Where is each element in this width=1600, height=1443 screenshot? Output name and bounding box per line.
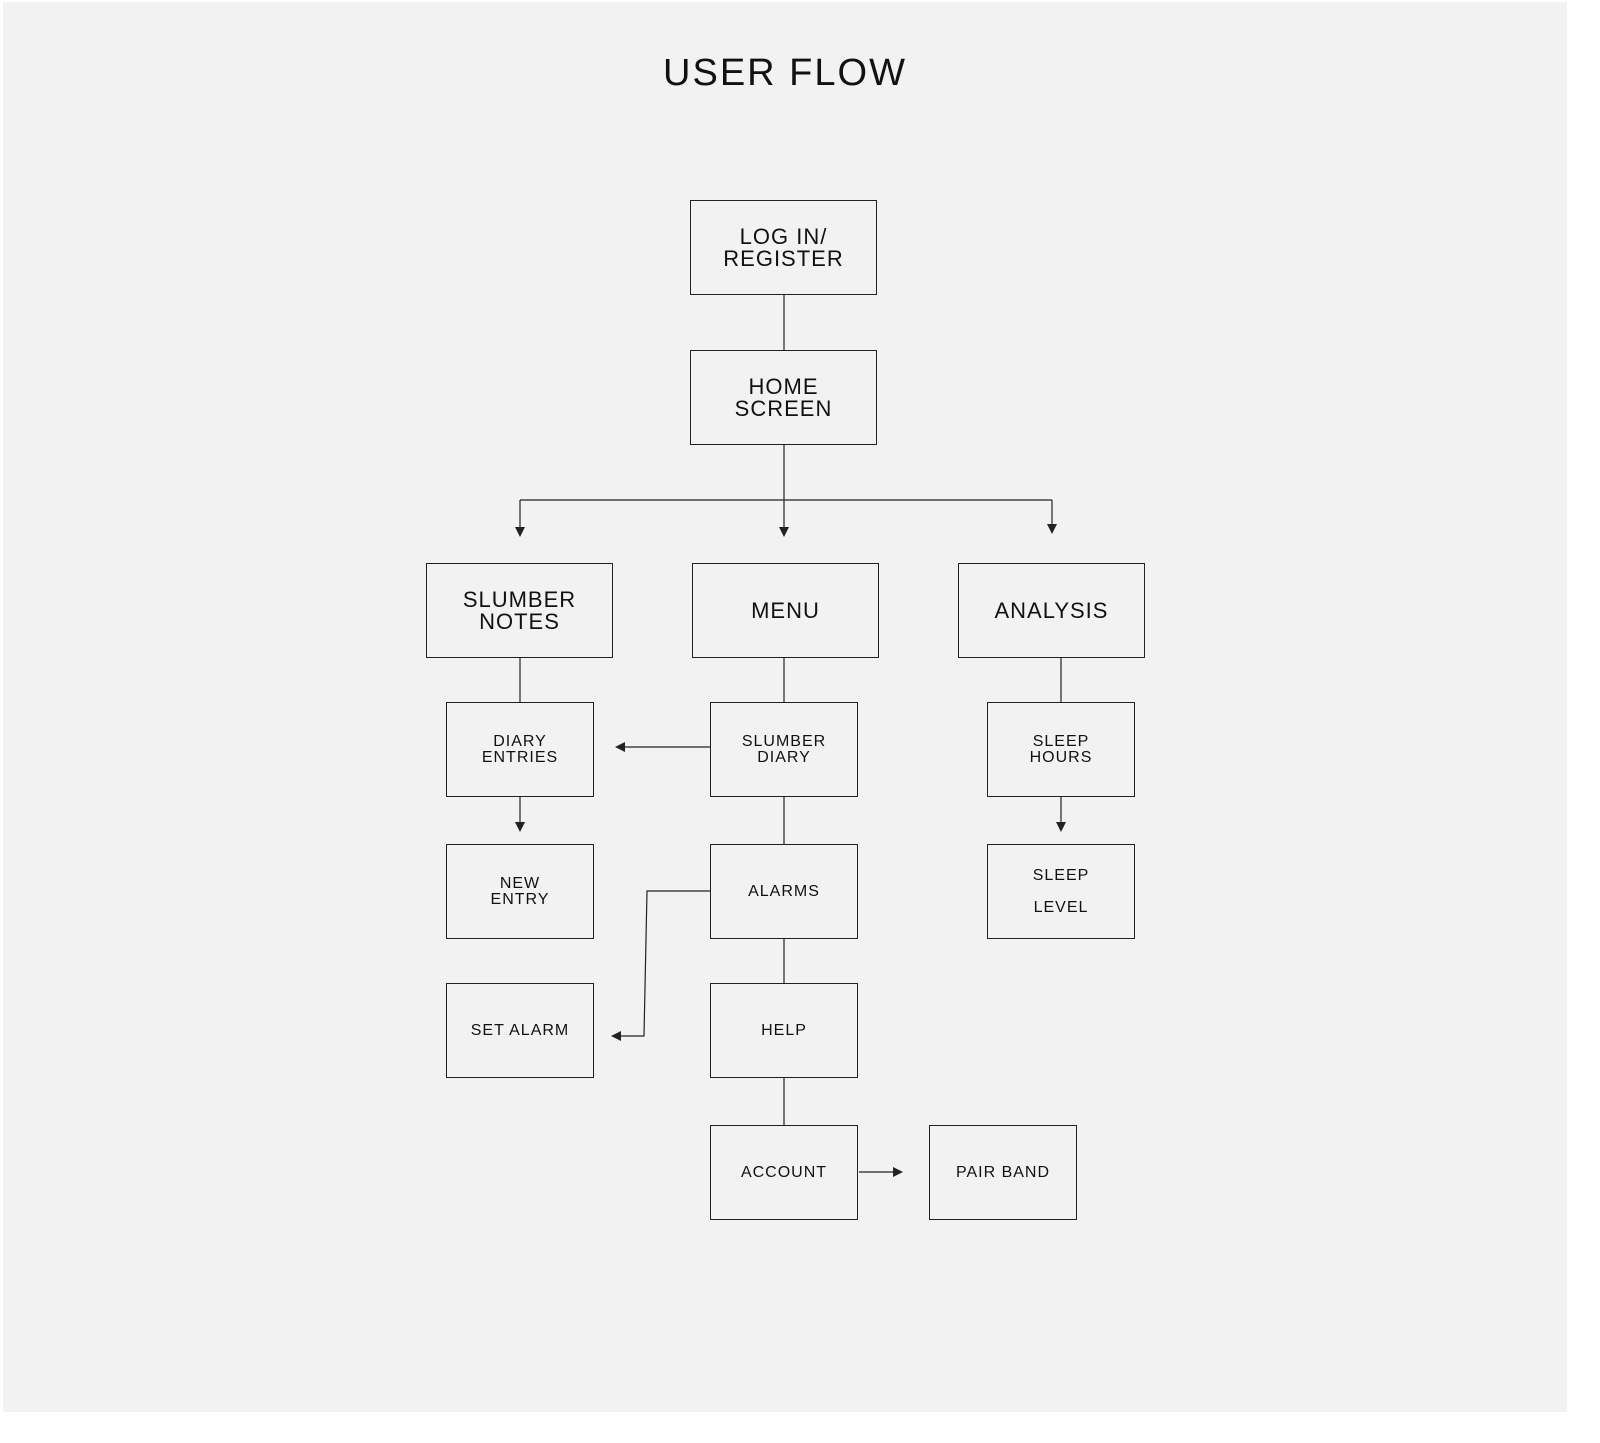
node-label: SLEEP (1032, 866, 1090, 884)
node-label: ENTRIES (481, 748, 559, 766)
node-label: ENTRY (490, 890, 550, 908)
node-label: HELP (761, 1021, 807, 1039)
node-label: MENU (751, 597, 820, 623)
node-alarms: ALARMS (710, 844, 858, 939)
node-diary-entries: DIARY ENTRIES (446, 702, 594, 797)
node-login-register: LOG IN/ REGISTER (690, 200, 877, 295)
node-sleep-level: SLEEP LEVEL (987, 844, 1135, 939)
node-pair-band: PAIR BAND (929, 1125, 1077, 1220)
node-label: ANALYSIS (994, 597, 1109, 623)
node-label: DIARY (757, 748, 811, 766)
node-analysis: ANALYSIS (958, 563, 1145, 658)
node-sleep-hours: SLEEP HOURS (987, 702, 1135, 797)
node-label: HOURS (1029, 748, 1093, 766)
diagram-title: USER FLOW (663, 52, 907, 94)
node-label: SCREEN (734, 395, 833, 421)
node-label: SLEEP (1032, 732, 1090, 750)
node-home-screen: HOME SCREEN (690, 350, 877, 445)
diagram-canvas: USER FLOW (3, 2, 1567, 1412)
node-label: HOME (748, 373, 819, 399)
connectors (515, 295, 1066, 1177)
arrow-alarms-to-set (611, 890, 710, 1041)
node-slumber-notes: SLUMBER NOTES (426, 563, 613, 658)
node-label: ACCOUNT (740, 1163, 828, 1181)
node-menu: MENU (692, 563, 879, 658)
node-set-alarm: SET ALARM (446, 983, 594, 1078)
node-label: NEW (499, 874, 541, 892)
node-label: REGISTER (723, 245, 844, 271)
node-label: SLUMBER (462, 586, 577, 612)
node-label: DIARY (493, 732, 547, 750)
node-label: LEVEL (1033, 898, 1089, 916)
node-label: PAIR BAND (955, 1163, 1051, 1181)
node-label: SET ALARM (470, 1021, 570, 1039)
node-account: ACCOUNT (710, 1125, 858, 1220)
node-help: HELP (710, 983, 858, 1078)
node-label: LOG IN/ (739, 223, 828, 249)
node-label: NOTES (479, 608, 560, 634)
node-slumber-diary: SLUMBER DIARY (710, 702, 858, 797)
node-label: SLUMBER (741, 732, 827, 750)
node-label: ALARMS (748, 882, 820, 900)
node-new-entry: NEW ENTRY (446, 844, 594, 939)
